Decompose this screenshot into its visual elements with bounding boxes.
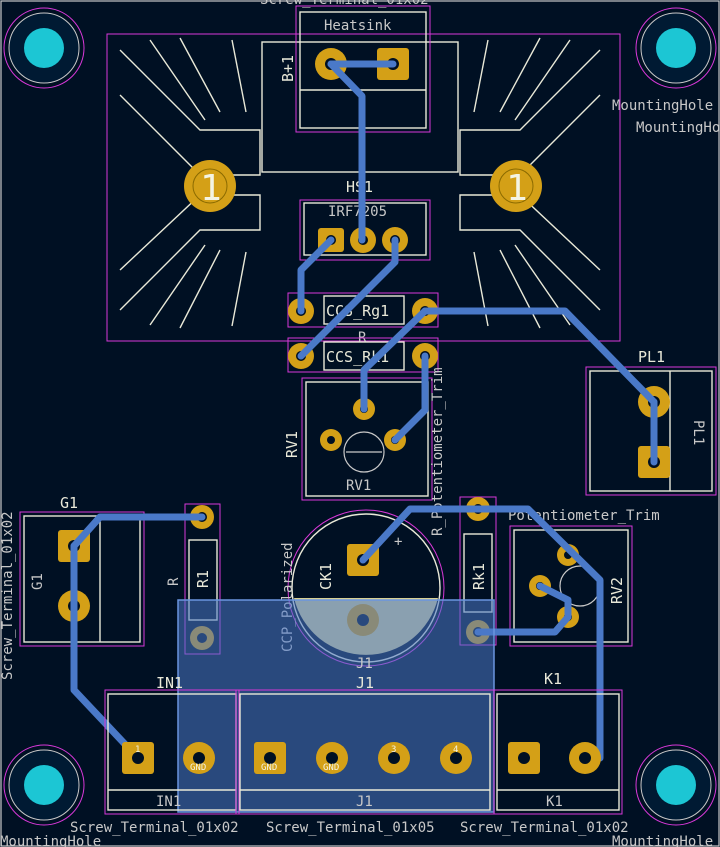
bottom-left-value: Screw_Terminal_01x02	[70, 820, 239, 836]
mh-bottom-left-label: MountingHole	[0, 834, 101, 847]
g1-fab: G1	[30, 573, 46, 590]
j1-pad-3-num: 3	[391, 745, 396, 755]
mounting-hole-bottom-left[interactable]	[3, 744, 85, 826]
pl1-courtyard	[585, 366, 717, 496]
in1-pad-1-num: 1	[135, 745, 140, 755]
heatsink-footprint: 1 1	[106, 33, 621, 342]
rv2-value: Potentiometer_Trim	[508, 508, 660, 524]
hs-pad-right-label: 1	[506, 168, 528, 209]
rv1-knob	[343, 431, 385, 473]
mh-bottom-right-label: MountingHole	[612, 834, 713, 847]
rv1-ref: RV1	[346, 478, 371, 494]
mounting-hole-bottom-right[interactable]	[635, 744, 717, 826]
j1-pad-4-num: 4	[453, 745, 458, 755]
j1-pad-2-net: GND	[323, 763, 339, 773]
q-value: IRF7205	[328, 204, 387, 220]
ground-zone	[178, 600, 494, 812]
k1-ref: K1	[544, 670, 562, 688]
rv1-side-ref: RV1	[283, 431, 301, 458]
mh-top-right-label: MountingHole	[612, 98, 713, 114]
g1-ref: G1	[60, 494, 78, 512]
rv2-ref: RV2	[608, 577, 626, 604]
rv2-body	[513, 529, 629, 643]
j1-pad-1-net: GND	[261, 763, 277, 773]
hs-pad-left-label: 1	[200, 168, 222, 209]
mounting-hole-top-left[interactable]	[3, 7, 85, 89]
j1-top-label: J1	[356, 656, 373, 672]
in1-pad-2-net: GND	[190, 763, 206, 773]
rk1-ref: Rk1	[470, 563, 488, 590]
bottom-mid-value: Screw_Terminal_01x05	[266, 820, 435, 836]
bplus-ref: B+1	[279, 55, 297, 82]
j1-connector	[235, 689, 495, 815]
g1-body	[23, 515, 141, 643]
k1-fab: K1	[546, 794, 563, 810]
r1-value: R	[166, 577, 182, 586]
j1-fab: J1	[356, 794, 373, 810]
g1-courtyard	[19, 511, 145, 647]
pl1-body	[589, 370, 713, 492]
in1-fab: IN1	[156, 794, 181, 810]
pl1-fab: PL1	[690, 420, 706, 445]
left-edge-text: Screw_Terminal_01x02	[0, 511, 16, 680]
pl1-ref: PL1	[638, 348, 665, 366]
rv2-courtyard	[509, 525, 633, 647]
ck1-plus: +	[394, 534, 402, 550]
rv1-value: R_Potentiometer_Trim	[430, 367, 446, 536]
bottom-right-value: Screw_Terminal_01x02	[460, 820, 629, 836]
top-edge-text: Screw_Terminal_01x02	[260, 0, 429, 8]
ck1-ref: CK1	[317, 563, 335, 590]
mounting-hole-top-right[interactable]	[635, 7, 717, 89]
heatsink-value: Heatsink	[324, 18, 392, 34]
k1-connector	[493, 689, 623, 815]
r1-ref: R1	[194, 570, 212, 588]
mh-top-right-label-2: MountingHole	[636, 120, 720, 136]
j1-ref: J1	[356, 674, 374, 692]
in1-ref: IN1	[156, 674, 183, 692]
